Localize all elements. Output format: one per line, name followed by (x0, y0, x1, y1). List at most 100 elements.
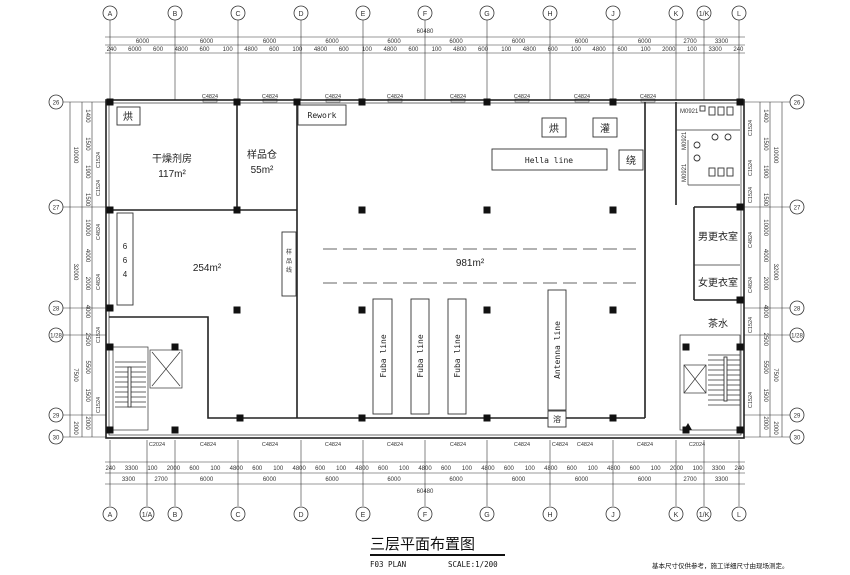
dimension-label: 32000 (772, 264, 778, 281)
dimension-label: 6000 (128, 47, 142, 53)
dimension-label: 100 (462, 466, 473, 472)
axis-label: A (108, 11, 113, 18)
dimension-label: 2000 (662, 47, 676, 53)
dimension-label: 6000 (638, 39, 652, 45)
line-664-char: 6 (123, 242, 128, 251)
window-label: C2024 (149, 442, 165, 448)
dryer-room-label: 干燥剂房 (152, 152, 192, 165)
axis-label: D (298, 512, 303, 519)
axis-bubble (668, 506, 684, 522)
fuba-line-box-2 (410, 298, 430, 415)
axis-label: C (235, 11, 240, 18)
sample-store-area: 55m² (251, 165, 274, 176)
dimension-label: 4800 (293, 466, 307, 472)
dimension-label: 600 (378, 466, 389, 472)
dimension-label: 1500 (762, 137, 768, 151)
window-label: C4824 (514, 94, 530, 100)
axis-label: H (547, 11, 552, 18)
window-label: C4824 (325, 442, 341, 448)
dimension-label: 10000 (772, 147, 778, 164)
window-label: C4824 (202, 94, 218, 100)
dimension-label: 100 (641, 47, 652, 53)
window-label: C4824 (387, 442, 403, 448)
dimension-label: 100 (399, 466, 410, 472)
axis-bubble (731, 5, 747, 21)
column (106, 343, 114, 351)
rework-box (297, 104, 347, 126)
dimension-label: 100 (292, 47, 303, 53)
axis-label: K (674, 512, 679, 519)
dimension-label: 1400 (84, 109, 90, 123)
window-label: C4824 (450, 94, 466, 100)
dimension-label: 1900 (762, 165, 768, 179)
dimension-label: 6000 (200, 477, 214, 483)
structural-columns (106, 98, 744, 434)
dimension-label: 32000 (72, 264, 78, 281)
axis-bubble (230, 506, 246, 522)
dimension-label: 600 (441, 466, 452, 472)
antenna-line-box (547, 289, 567, 411)
fuba-line-label-3: Fuba line (453, 334, 462, 378)
axis-bubble (48, 429, 64, 445)
dimension-label: 600 (269, 47, 280, 53)
construction-note: 基本尺寸仅供参考，施工详细尺寸由现场测定。 (652, 561, 789, 570)
dimension-label: 240 (105, 466, 116, 472)
line-664-char: 6 (123, 256, 128, 265)
axis-bubble (417, 506, 433, 522)
axis-label: 1/K (699, 11, 710, 18)
dimension-label: 6000 (263, 39, 277, 45)
window-label: C4824 (96, 224, 102, 240)
window-label: C4824 (450, 442, 466, 448)
column (483, 206, 491, 214)
column (736, 296, 744, 304)
dimension-label: 4800 (453, 47, 467, 53)
sample-store-label: 样品仓 (247, 148, 277, 161)
dimension-label: 1500 (762, 193, 768, 207)
line-664-char: 4 (123, 270, 128, 279)
dimension-label: 240 (735, 466, 746, 472)
column (106, 304, 114, 312)
axis-bubble (789, 407, 805, 423)
column (233, 206, 241, 214)
column (106, 98, 114, 106)
sample-line-char: 样 (286, 248, 292, 256)
dimension-label: 100 (571, 47, 582, 53)
dimension-label: 100 (525, 466, 536, 472)
column (358, 414, 366, 422)
dimension-label: 1500 (84, 388, 90, 402)
axis-bubble (48, 407, 64, 423)
dimension-label: 4800 (592, 47, 606, 53)
axis-label: F (423, 11, 427, 18)
window-label: C4824 (748, 232, 754, 248)
axis-bubble (355, 5, 371, 21)
dimension-label: 600 (504, 466, 515, 472)
axis-label: D (298, 11, 303, 18)
dimension-label: 600 (617, 47, 628, 53)
toilet-icon (708, 167, 716, 177)
axis-label: 27 (794, 206, 801, 212)
dimension-label: 240 (733, 47, 744, 53)
melt-label: 溶 (553, 414, 561, 424)
dimension-label: 100 (210, 466, 221, 472)
dimension-label: 3300 (715, 477, 729, 483)
dimension-label: 6000 (512, 477, 526, 483)
axis-bubble (48, 94, 64, 110)
dimension-label: 600 (315, 466, 326, 472)
dimension-label: 600 (567, 466, 578, 472)
window-label: C4824 (387, 94, 403, 100)
dimension-label: 6000 (575, 477, 589, 483)
window-label: C1524 (96, 397, 102, 413)
sink-icon (711, 133, 719, 141)
total-dimension: 60480 (417, 29, 434, 35)
sink-icon (724, 133, 732, 141)
dryer-room-area: 117m² (158, 169, 186, 180)
axis-bubble (789, 429, 805, 445)
toilet-icon (726, 167, 734, 177)
dimension-label: 6000 (387, 477, 401, 483)
dimension-label: 2500 (762, 333, 768, 347)
axis-bubble (789, 300, 805, 316)
dimension-label: 3300 (125, 466, 139, 472)
fill-label: 灌 (600, 123, 610, 135)
axis-label: L (737, 512, 741, 519)
column (483, 414, 491, 422)
